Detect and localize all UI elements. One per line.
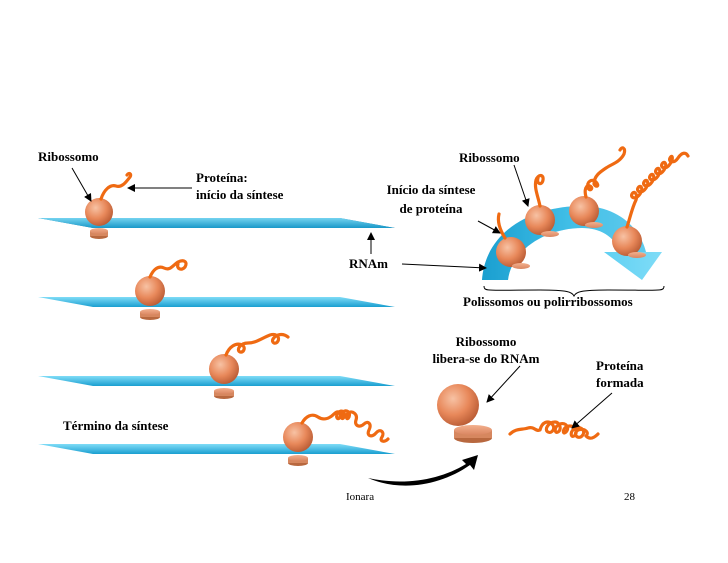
released-ribosome (437, 384, 492, 443)
polysome-ribosome-4 (612, 151, 690, 258)
label-proteina-inicio-1: Proteína: (196, 170, 248, 185)
protein-chain-stage-2 (148, 259, 188, 279)
arrow-ribossomo-left (71, 167, 92, 202)
release-curved-arrow (368, 455, 478, 486)
label-termino-sintese: Término da síntese (63, 418, 169, 433)
label-proteina-formada-2: formada (596, 375, 644, 390)
polysome-ribosome-2 (525, 173, 559, 237)
label-inicio-sintese-1: Início da síntese (387, 182, 476, 197)
ribosome-stage-4 (283, 409, 390, 466)
finished-protein (508, 420, 600, 440)
arrow-rnam-right (401, 263, 487, 272)
label-polissomos: Polissomos ou polirribossomos (463, 294, 633, 309)
label-proteina-inicio-2: início da síntese (196, 187, 284, 202)
ribosome-stage-1 (85, 171, 133, 239)
polysome-ribosome-1 (496, 212, 530, 269)
protein-chain-stage-1 (99, 171, 133, 201)
ribosome-stage-2 (135, 259, 188, 320)
footer-author: Ionara (346, 491, 374, 503)
protein-chain-stage-3 (224, 332, 290, 357)
label-ribossomo-right: Ribossomo (459, 150, 520, 165)
mrna-strand-4 (38, 444, 395, 454)
arrow-inicio-sintese (477, 220, 501, 234)
label-ribossomo-left: Ribossomo (38, 149, 99, 164)
label-proteina-formada-1: Proteína (596, 358, 644, 373)
label-rnam: RNAm (349, 256, 388, 271)
mrna-strand-2 (38, 297, 395, 307)
label-inicio-sintese-2: de proteína (400, 201, 463, 216)
mrna-strand-1 (38, 218, 395, 228)
arrow-proteina-formada (571, 392, 613, 429)
protein-chain-stage-4 (300, 409, 390, 443)
arrow-ribossomo-libera (486, 365, 521, 403)
polysome-ribosome-3 (569, 146, 627, 228)
footer-page-number: 28 (624, 491, 636, 503)
label-ribossomo-libera-1: Ribossomo (456, 334, 517, 349)
polysome-brace (483, 285, 665, 298)
arrow-ribossomo-right (513, 164, 530, 207)
label-ribossomo-libera-2: libera-se do RNAm (433, 351, 540, 366)
ribosome-stage-3 (209, 332, 290, 399)
